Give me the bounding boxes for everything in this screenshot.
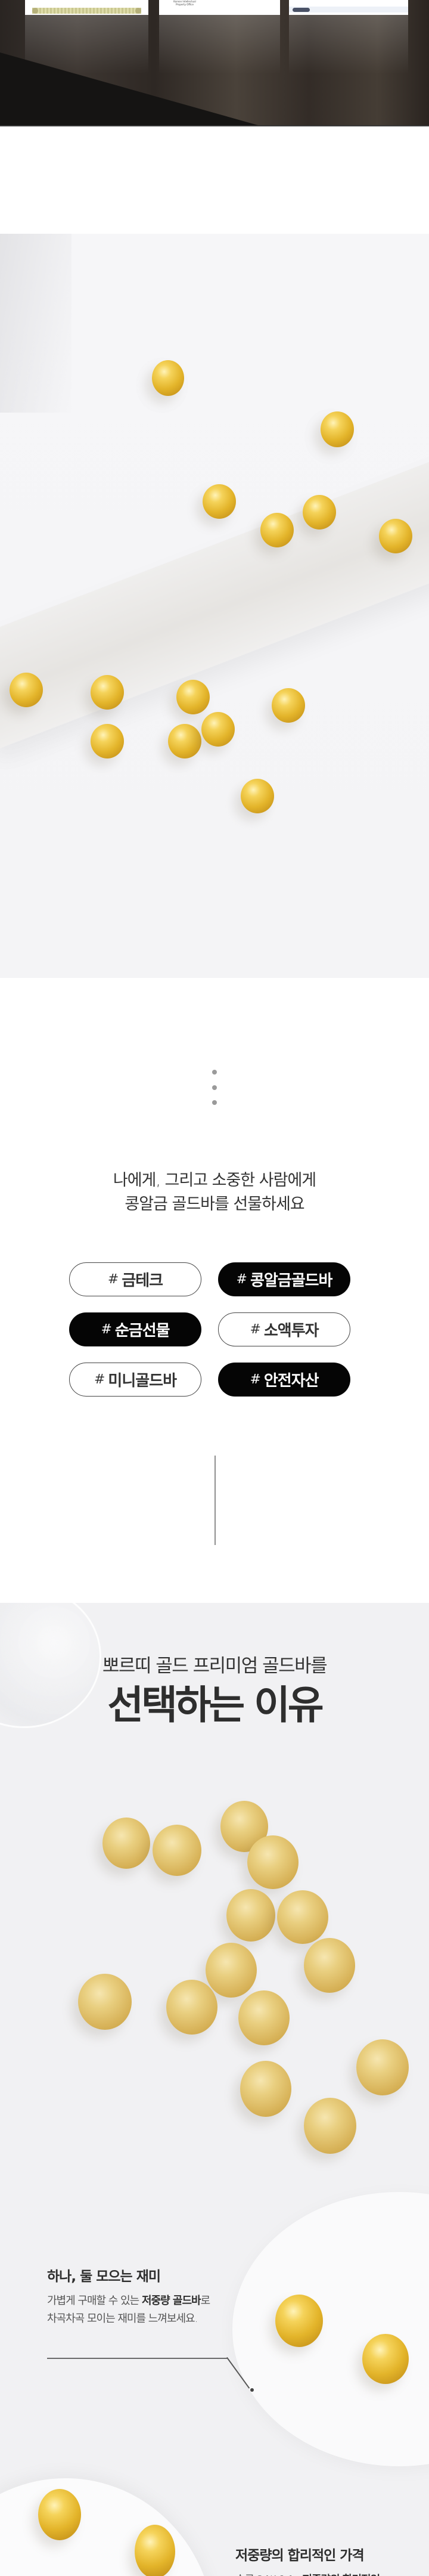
gold-bead-image <box>226 1889 275 1942</box>
gold-bead-image <box>206 1943 257 1998</box>
gold-bead-image <box>153 1825 201 1876</box>
gold-bead-image <box>10 673 43 707</box>
feature-description: 가볍게 구매할 수 있는 저중량 골드바로 차곡차곡 모이는 재미를 느껴보세요… <box>47 2295 210 2325</box>
gold-bead-image <box>304 2098 356 2154</box>
hashtag-label: 순금선물 <box>114 1322 170 1340</box>
hash-symbol: # <box>107 1272 119 1287</box>
certificate-seal-icon <box>32 8 38 14</box>
gold-bead-image <box>168 724 201 758</box>
certificate-seal-icon <box>135 8 141 14</box>
ip-office-text: Korean Intellectual Property Office <box>173 0 196 6</box>
tagline-line-2: 콩알금 골드바를 선물하세요 <box>125 1195 304 1213</box>
paper-fold-shadow <box>0 234 72 413</box>
callout-dot-icon <box>250 2388 254 2392</box>
hashtag-gold-tech[interactable]: # 금테크 <box>69 1262 201 1296</box>
why-subtitle: 뽀르띠 골드 프리미엄 골드바를 <box>102 1655 328 1677</box>
hashtag-label: 안전자산 <box>263 1372 319 1390</box>
gold-bead-image <box>91 724 124 758</box>
hashtag-label: 소액투자 <box>263 1322 319 1340</box>
ip-certificate-card: Korean Intellectual Property Office <box>159 0 280 15</box>
stone-slab <box>0 435 429 751</box>
gold-bead-image <box>176 680 210 714</box>
intro-hashtags-section: 나에게, 그리고 소중한 사람에게 콩알금 골드바를 선물하세요 # 금테크 #… <box>0 978 429 1603</box>
why-title: 선택하는 이유 <box>107 1682 324 1728</box>
hashtag-pure-gold-gift[interactable]: # 순금선물 <box>69 1312 201 1346</box>
feature-title: 저중량의 합리적인 가격 <box>235 2548 365 2563</box>
gold-bead-image <box>321 411 354 447</box>
feature-collect-fun: 하나, 둘 모으는 재미 가볍게 구매할 수 있는 저중량 골드바로 차곡차곡 … <box>47 2265 210 2328</box>
why-choose-section: 뽀르띠 골드 프리미엄 골드바를 선택하는 이유 하나, 둘 모으는 재미 가볍… <box>0 1603 429 2576</box>
gold-bead-image <box>362 2334 409 2384</box>
hash-symbol: # <box>236 1272 247 1287</box>
callout-line <box>47 2358 227 2359</box>
hashtag-small-investment[interactable]: # 소액투자 <box>218 1312 350 1346</box>
document-footer-bar <box>289 7 408 13</box>
gold-bead-image <box>38 2489 81 2540</box>
hashtag-safe-asset[interactable]: # 안전자산 <box>218 1363 350 1397</box>
registration-document-card <box>289 0 408 15</box>
gold-bead-image <box>240 2061 291 2117</box>
gold-beads-photo <box>0 234 429 978</box>
feature-description: 순금 24K 0.1g 저중량의 합리적인 가격에 골드바 선물이 가능합니다. <box>235 2571 380 2576</box>
gold-bead-image <box>201 712 235 747</box>
gold-bead-image <box>247 1835 299 1889</box>
feature-circle-image <box>0 2478 214 2576</box>
hashtag-label: 콩알금골드바 <box>250 1272 333 1290</box>
gold-bead-image <box>275 2295 323 2347</box>
tagline-line-1: 나에게, 그리고 소중한 사람에게 <box>113 1171 316 1190</box>
certificate-showcase: Korean Intellectual Property Office <box>0 0 429 126</box>
hash-symbol: # <box>94 1372 105 1387</box>
gold-bead-image <box>303 495 336 530</box>
gold-bead-image <box>241 779 274 813</box>
gold-bead-image <box>260 513 294 547</box>
hashtag-bean-gold-bar[interactable]: # 콩알금골드바 <box>218 1262 350 1296</box>
gold-bead-image <box>379 519 412 553</box>
gold-bead-image <box>356 2039 409 2095</box>
hashtag-label: 금테크 <box>122 1272 163 1290</box>
gold-bead-image <box>203 484 236 519</box>
vertical-divider-line <box>214 1456 216 1545</box>
feature-reasonable-price: 저중량의 합리적인 가격 순금 24K 0.1g 저중량의 합리적인 가격에 골… <box>235 2544 380 2576</box>
gold-bead-image <box>238 1990 290 2045</box>
hash-symbol: # <box>250 1322 260 1337</box>
gold-bead-image <box>304 1938 355 1993</box>
hash-symbol: # <box>250 1372 260 1387</box>
certificate-border-decoration <box>32 8 141 14</box>
gold-bead-image <box>272 688 305 723</box>
gold-bead-image <box>152 360 184 396</box>
feature-circle-image <box>232 2192 429 2466</box>
gold-bead-image <box>166 1980 217 2035</box>
gold-bead-image <box>277 1890 328 1944</box>
kolas-badge <box>293 8 310 12</box>
hashtag-mini-gold-bar[interactable]: # 미니골드바 <box>69 1363 201 1397</box>
gold-bead-image <box>91 675 124 710</box>
card-reflection <box>159 15 280 75</box>
hashtag-label: 미니골드바 <box>108 1372 177 1390</box>
card-reflection <box>25 15 148 75</box>
feature-title: 하나, 둘 모으는 재미 <box>47 2269 161 2284</box>
gold-bead-image <box>102 1818 150 1869</box>
kgx-certificate-card <box>25 0 148 15</box>
gold-bead-image <box>135 2525 175 2576</box>
hash-symbol: # <box>101 1322 111 1337</box>
white-spacer <box>0 126 429 234</box>
section-divider <box>0 125 429 126</box>
gold-bead-image <box>78 1974 132 2030</box>
card-reflection <box>289 15 408 75</box>
intro-tagline: 나에게, 그리고 소중한 사람에게 콩알금 골드바를 선물하세요 <box>0 1169 429 1216</box>
